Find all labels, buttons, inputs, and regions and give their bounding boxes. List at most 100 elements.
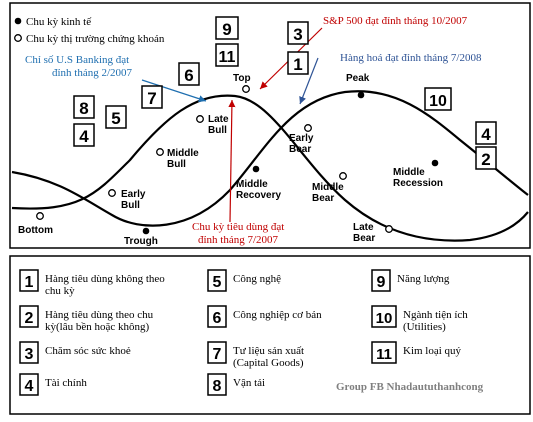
annotation-commodities: Hàng hoá đạt đỉnh tháng 7/2008: [340, 52, 482, 64]
market-cycle-circle-icon: [14, 34, 22, 42]
svg-text:6: 6: [184, 66, 193, 85]
sector-number-box: [371, 341, 397, 364]
arrow-banking: [141, 79, 207, 103]
sector-label: Tư liệu sản xuất: [233, 345, 304, 357]
economic-cycle-dot-icon: [14, 17, 22, 25]
sector-number-box: [207, 269, 227, 292]
annotation-sp500: S&P 500 đạt đỉnh tháng 10/2007: [323, 15, 468, 27]
label-middle-recovery-1: Middle: [236, 179, 268, 190]
badge-3: 3: [287, 21, 309, 45]
sector-item-3: 3 Chăm sóc sức khoẻ: [19, 341, 131, 364]
svg-text:8: 8: [79, 99, 88, 118]
svg-text:4: 4: [79, 127, 89, 146]
label-late-bull-1: Late: [208, 114, 229, 125]
arrow-commodities: [299, 57, 319, 105]
annotation-consumer-2: đỉnh tháng 7/2007: [198, 234, 279, 246]
sector-number: 8: [213, 378, 222, 395]
arrow-consumer: [228, 99, 236, 223]
middle-bear-marker: [339, 172, 347, 180]
sector-item-7: 7 Tư liệu sản xuất(Capital Goods): [207, 341, 304, 369]
sector-label: kỳ(lâu bền hoặc không): [45, 321, 149, 333]
sector-label: Hàng tiêu dùng theo chu: [45, 309, 154, 321]
economic-cycle-curve: [11, 90, 529, 227]
badge-8: 8: [73, 95, 95, 119]
sector-number: 2: [25, 310, 34, 327]
legend-frame: [9, 255, 531, 415]
badge-7: 7: [141, 85, 163, 109]
sector-number-box: [19, 305, 39, 328]
sector-label: (Utilities): [403, 321, 446, 333]
label-middle-recession-1: Middle: [393, 167, 425, 178]
label-top: Top: [233, 73, 251, 84]
annotation-consumer-1: Chu kỳ tiêu dùng đạt: [192, 221, 284, 233]
svg-text:5: 5: [111, 109, 120, 128]
sector-label: Năng lượng: [397, 273, 450, 285]
sector-item-9: 9 Năng lượng: [371, 269, 450, 292]
sector-label: Hàng tiêu dùng không theo: [45, 273, 165, 285]
label-middle-bull-2: Bull: [167, 159, 186, 170]
label-middle-bear-1: Middle: [312, 182, 344, 193]
label-middle-recovery-2: Recovery: [236, 190, 281, 201]
sector-number: 4: [25, 378, 34, 395]
svg-text:10: 10: [429, 93, 447, 110]
late-bear-marker: [385, 225, 393, 233]
badge-1: 1: [287, 51, 309, 75]
badge-2: 2: [475, 146, 497, 170]
sector-number: 6: [213, 310, 222, 327]
legend-market-cycle: Chu kỳ thị trường chứng khoán: [26, 33, 165, 45]
sector-number: 9: [377, 274, 386, 291]
svg-text:4: 4: [481, 125, 491, 144]
sector-label: Chăm sóc sức khoẻ: [45, 345, 131, 357]
badge-4-left: 4: [73, 123, 95, 147]
label-early-bull-2: Bull: [121, 200, 140, 211]
middle-bull-marker: [156, 148, 164, 156]
sector-label: Công nghiệp cơ bản: [233, 309, 322, 321]
sector-label: Công nghệ: [233, 273, 281, 285]
sector-number-box: [19, 341, 39, 364]
svg-text:11: 11: [219, 49, 236, 66]
sector-number: 5: [213, 274, 222, 291]
middle-recession-marker: [431, 159, 439, 167]
label-early-bull-1: Early: [121, 189, 146, 200]
sector-number-box: [207, 341, 227, 364]
market-cycle-curve: [11, 94, 529, 242]
label-late-bear-1: Late: [353, 222, 374, 233]
legend-economic-cycle: Chu kỳ kinh tế: [26, 16, 92, 28]
sector-number-box: [371, 269, 391, 292]
bottom-marker: [36, 212, 44, 220]
annotation-banking-2: đỉnh tháng 2/2007: [52, 67, 133, 79]
annotation-banking-1: Chỉ số U.S Banking đạt: [25, 54, 129, 66]
sector-label: (Capital Goods): [233, 357, 304, 369]
badge-5: 5: [105, 105, 127, 129]
sector-number-box: [371, 305, 397, 328]
trough-marker: [142, 227, 150, 235]
sector-item-6: 6 Công nghiệp cơ bản: [207, 305, 322, 328]
sector-label: Kim loại quý: [403, 345, 462, 357]
label-late-bear-2: Bear: [353, 233, 375, 244]
label-peak: Peak: [346, 73, 370, 84]
svg-text:1: 1: [293, 55, 302, 74]
sector-number-box: [19, 269, 39, 292]
svg-text:3: 3: [293, 25, 302, 44]
svg-text:9: 9: [222, 20, 231, 39]
sector-label: Tài chính: [45, 377, 87, 389]
label-bottom: Bottom: [18, 225, 53, 236]
label-late-bull-2: Bull: [208, 125, 227, 136]
late-bull-marker: [196, 115, 204, 123]
top-marker: [242, 85, 250, 93]
svg-text:7: 7: [147, 89, 156, 108]
label-middle-bear-2: Bear: [312, 193, 334, 204]
peak-marker: [357, 91, 365, 99]
sector-number: 7: [213, 346, 222, 363]
badge-9: 9: [215, 16, 239, 40]
badge-4-right: 4: [475, 121, 497, 145]
label-middle-bull-1: Middle: [167, 148, 199, 159]
label-early-bear-1: Early: [289, 133, 314, 144]
early-bear-marker: [304, 124, 312, 132]
sector-number: 3: [25, 346, 34, 363]
sector-number: 11: [376, 346, 392, 363]
